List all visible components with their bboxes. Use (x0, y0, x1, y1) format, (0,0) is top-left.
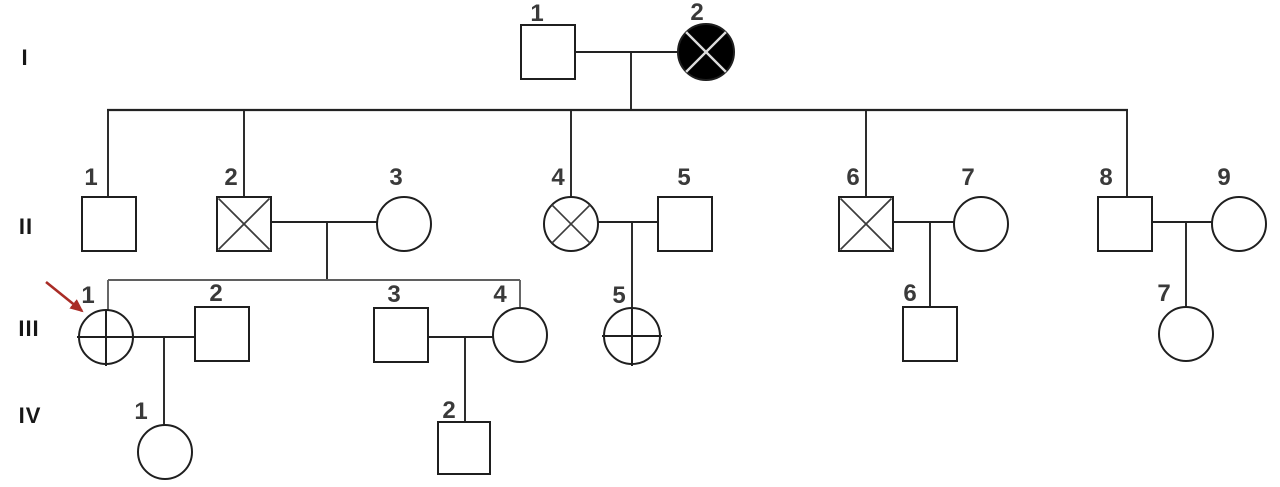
individual-III-4: 4 (492, 281, 548, 363)
individual-number-III-6: 6 (903, 280, 916, 307)
individual-II-3: 3 (376, 164, 432, 252)
individual-I-1: 1 (520, 0, 576, 80)
male-square-symbol (437, 421, 491, 475)
individual-number-III-7: 7 (1157, 280, 1170, 307)
deceased-cross-icon (685, 31, 727, 73)
individual-number-II-9: 9 (1217, 164, 1230, 191)
individual-III-6: 6 (902, 280, 958, 362)
individual-number-II-1: 1 (84, 164, 97, 191)
male-square-symbol (194, 306, 250, 362)
individual-number-II-4: 4 (551, 164, 565, 191)
individual-number-III-5: 5 (612, 282, 625, 309)
individual-number-I-1: 1 (530, 0, 543, 27)
relationship-lines (107, 51, 1213, 426)
proband-arrow (45, 280, 84, 313)
individual-number-III-2: 2 (209, 280, 222, 307)
deceased-cross-icon (839, 197, 893, 251)
male-square-symbol (520, 24, 576, 80)
individuals: 1 2 1 2 3 4 5 6 7 8 9 1 2 3 4 5 6 7 1 2 (77, 0, 1267, 480)
individual-I-2: 2 (677, 0, 735, 81)
female-circle-symbol (1158, 306, 1214, 362)
individual-III-5: 5 (602, 282, 662, 366)
male-square-symbol (657, 196, 713, 252)
individual-number-III-4: 4 (493, 281, 507, 308)
individual-III-2: 2 (194, 280, 250, 362)
individual-IV-2: 2 (437, 397, 491, 475)
individual-number-II-2: 2 (224, 164, 237, 191)
female-circle-symbol (376, 196, 432, 252)
individual-II-8: 8 (1097, 164, 1153, 252)
individual-II-7: 7 (953, 164, 1009, 252)
male-square-symbol (902, 306, 958, 362)
individual-number-IV-1: 1 (134, 398, 147, 425)
proband-arrow-icon (45, 280, 84, 313)
female-circle-symbol (1211, 196, 1267, 252)
individual-II-4: 4 (543, 164, 599, 252)
generation-label-II: II (19, 214, 33, 239)
individual-number-II-3: 3 (389, 164, 402, 191)
individual-IV-1: 1 (134, 398, 193, 480)
generation-label-IV: IV (19, 403, 42, 428)
individual-II-6: 6 (838, 164, 894, 252)
individual-number-II-8: 8 (1099, 164, 1112, 191)
deceased-cross-icon (217, 197, 271, 251)
female-circle-symbol (953, 196, 1009, 252)
individual-III-7: 7 (1157, 280, 1214, 362)
deceased-cross-icon (551, 204, 591, 244)
individual-number-III-1: 1 (81, 282, 94, 309)
individual-number-III-3: 3 (387, 281, 400, 308)
male-square-symbol (1097, 196, 1153, 252)
male-square-symbol (81, 196, 137, 252)
generation-label-III: III (18, 316, 39, 341)
generation-label-I: I (21, 45, 28, 70)
female-circle-symbol (137, 424, 193, 480)
individual-number-II-7: 7 (961, 164, 974, 191)
female-circle-symbol (492, 307, 548, 363)
individual-II-1: 1 (81, 164, 137, 252)
individual-number-I-2: 2 (690, 0, 703, 26)
individual-number-II-5: 5 (677, 164, 690, 191)
individual-II-5: 5 (657, 164, 713, 252)
male-square-symbol (373, 307, 429, 363)
individual-II-2: 2 (216, 164, 272, 252)
individual-number-IV-2: 2 (442, 397, 455, 424)
individual-III-3: 3 (373, 281, 429, 363)
individual-II-9: 9 (1211, 164, 1267, 252)
individual-number-II-6: 6 (846, 164, 859, 191)
individual-III-1: 1 (77, 282, 135, 366)
